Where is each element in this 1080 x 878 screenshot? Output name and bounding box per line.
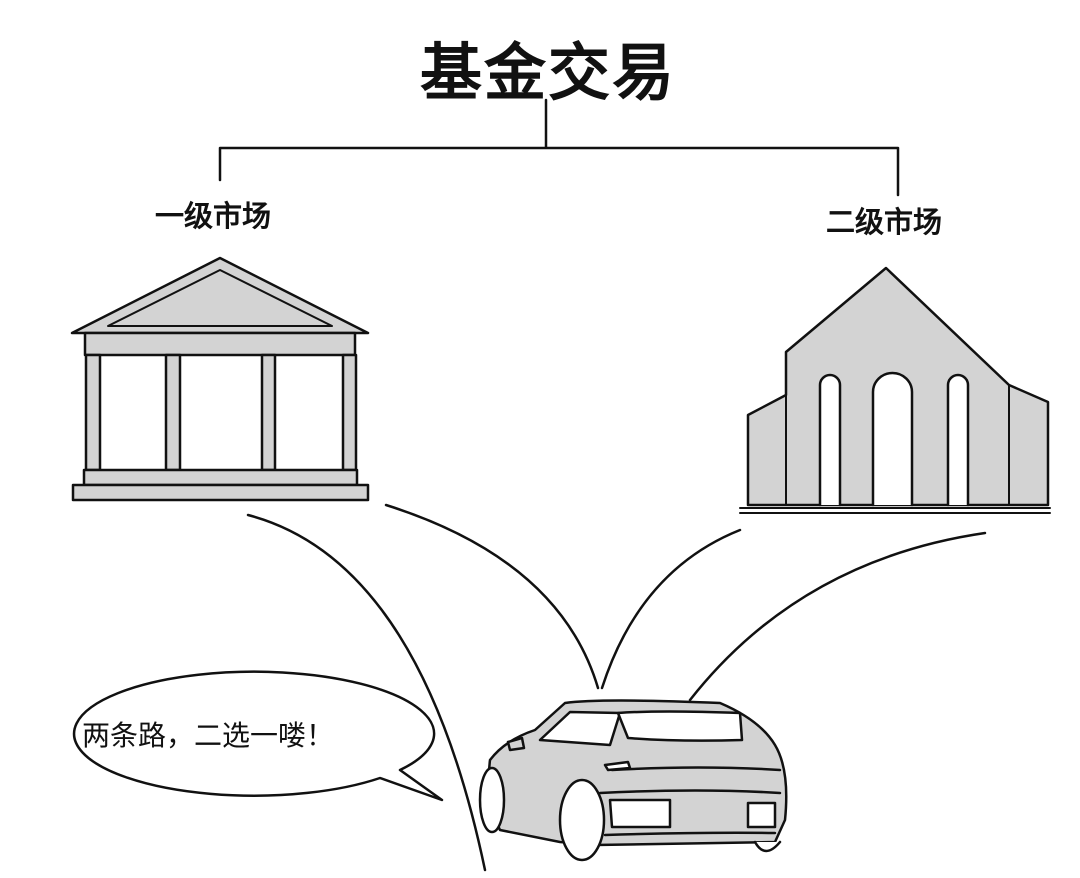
primary-market-building — [70, 256, 370, 502]
secondary-market-label: 二级市场 — [826, 205, 943, 239]
car-icon — [478, 699, 788, 862]
secondary-market-building — [739, 266, 1051, 514]
tree-connector — [218, 98, 900, 197]
page-title: 基金交易 — [419, 36, 676, 109]
road-curves — [246, 503, 987, 872]
speech-bubble-text: 两条路，二选一喽！ — [82, 719, 335, 752]
speech-bubble — [72, 670, 444, 802]
primary-market-label: 一级市场 — [155, 199, 272, 233]
